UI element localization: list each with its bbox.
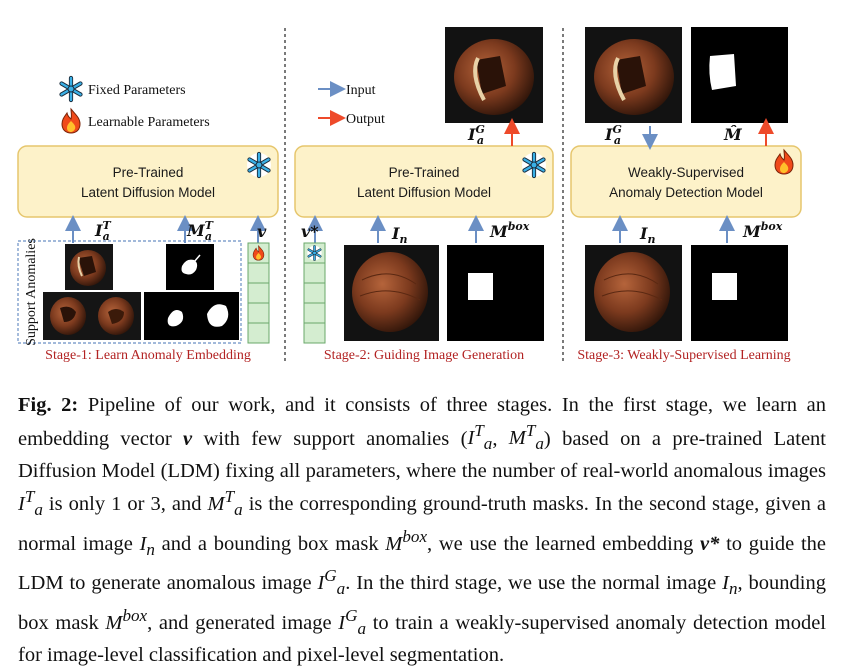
caption-in-2: In: [722, 572, 738, 599]
stage2-box-line2: Latent Diffusion Model: [357, 185, 491, 200]
stage1-box-line1: Pre-Trained: [113, 165, 184, 180]
stage2-label-in: In: [391, 224, 407, 246]
caption-text: , bounding box mask: [18, 572, 826, 634]
caption-ia: ITa: [467, 421, 493, 454]
stage3-label-mbox: Mbox: [742, 220, 783, 241]
stage3-label: Stage-3: Weakly-Supervised Learning: [577, 348, 790, 363]
stage2-label-mbox: Mbox: [489, 220, 530, 241]
stage2-label-vstar: v*: [301, 222, 319, 241]
stage2-embedding-vector: [303, 242, 326, 344]
caption-text: is only 1 or 3, and: [42, 493, 208, 516]
legend-learnable: Learnable Parameters: [88, 115, 210, 130]
legend: Fixed Parameters Learnable Parameters In…: [59, 77, 385, 134]
stage1-label-v: v: [257, 222, 267, 241]
embedding-snowflake-icon: [306, 244, 323, 262]
caption-ma: MTa: [508, 421, 544, 454]
support-anomalies-label: Support Anomalies: [24, 238, 39, 346]
snowflake-icon: [59, 77, 83, 101]
caption-text: . In the third stage, we use the normal …: [345, 572, 723, 595]
caption-text: , we use the learned embedding: [427, 532, 701, 555]
stage2-generated-image: [445, 27, 543, 123]
stage1-snowflake-icon: [247, 153, 271, 177]
stage3-label-in: In: [639, 224, 655, 246]
stage3-box-line1: Weakly-Supervised: [628, 165, 744, 180]
stage2-model-box: [294, 145, 554, 218]
caption-text: ,: [492, 427, 509, 450]
caption-ig: IGa: [317, 566, 346, 599]
stage2-normal-image: [344, 245, 439, 341]
legend-fixed: Fixed Parameters: [88, 83, 186, 98]
caption-mbox-2: Mbox: [105, 605, 148, 634]
stage-3: Weakly-Supervised Anomaly Detection Mode…: [570, 27, 802, 363]
pipeline-figure: Fixed Parameters Learnable Parameters In…: [17, 27, 802, 363]
support-anomalies-box: [17, 240, 242, 344]
caption-text: with few support anomalies (: [192, 427, 468, 450]
stage2-box-line1: Pre-Trained: [389, 165, 460, 180]
stage3-box-line2: Anomaly Detection Model: [609, 185, 763, 200]
stage1-mask-image-top: [166, 244, 214, 290]
caption-mbox: Mbox: [385, 526, 428, 555]
caption-ia-2: ITa: [18, 487, 43, 520]
stage2-bbox-mask: [447, 245, 544, 341]
stage3-model-box: [570, 145, 802, 218]
stage2-snowflake-icon: [522, 153, 546, 177]
caption-ig-2: IGa: [338, 605, 367, 638]
caption-text: to guide the LDM to generate anomalous i…: [18, 532, 826, 595]
stage1-anomaly-image-top: [65, 244, 113, 290]
stage1-anomaly-image-bottom: [43, 292, 141, 340]
flame-icon: [61, 108, 81, 134]
stage1-embedding-vector: [247, 242, 270, 344]
caption-v: v: [183, 427, 193, 450]
caption-text: Pipeline of our work, and it consists of…: [18, 394, 826, 450]
figure-caption: Fig. 2: Pipeline of our work, and it con…: [18, 392, 826, 669]
stage2-label: Stage-2: Guiding Image Generation: [324, 348, 524, 363]
caption-in: In: [139, 532, 155, 559]
caption-ma-2: MTa: [207, 487, 243, 520]
caption-text: is the corresponding ground-truth masks.…: [18, 493, 826, 555]
stage3-normal-image: [585, 245, 682, 341]
caption-text: and a bounding box mask: [154, 532, 386, 555]
stage3-label-mhat: M̂: [723, 125, 743, 144]
stage1-box-line2: Latent Diffusion Model: [81, 185, 215, 200]
caption-fig-label: Fig. 2:: [18, 394, 79, 416]
stage1-mask-image-bottom: [144, 292, 239, 340]
stage3-bbox-mask: [691, 245, 788, 341]
caption-text: ) based on a pre-trained Latent Diffusio…: [18, 427, 826, 482]
stage3-generated-image: [585, 27, 682, 123]
stage3-predicted-mask: [691, 27, 788, 123]
stage1-model-box: [17, 145, 279, 218]
stage1-label: Stage-1: Learn Anomaly Embedding: [45, 348, 251, 363]
caption-text: , and generated image: [147, 611, 339, 634]
legend-input: Input: [346, 83, 376, 98]
caption-vstar: v*: [700, 532, 720, 555]
legend-output: Output: [346, 112, 385, 127]
